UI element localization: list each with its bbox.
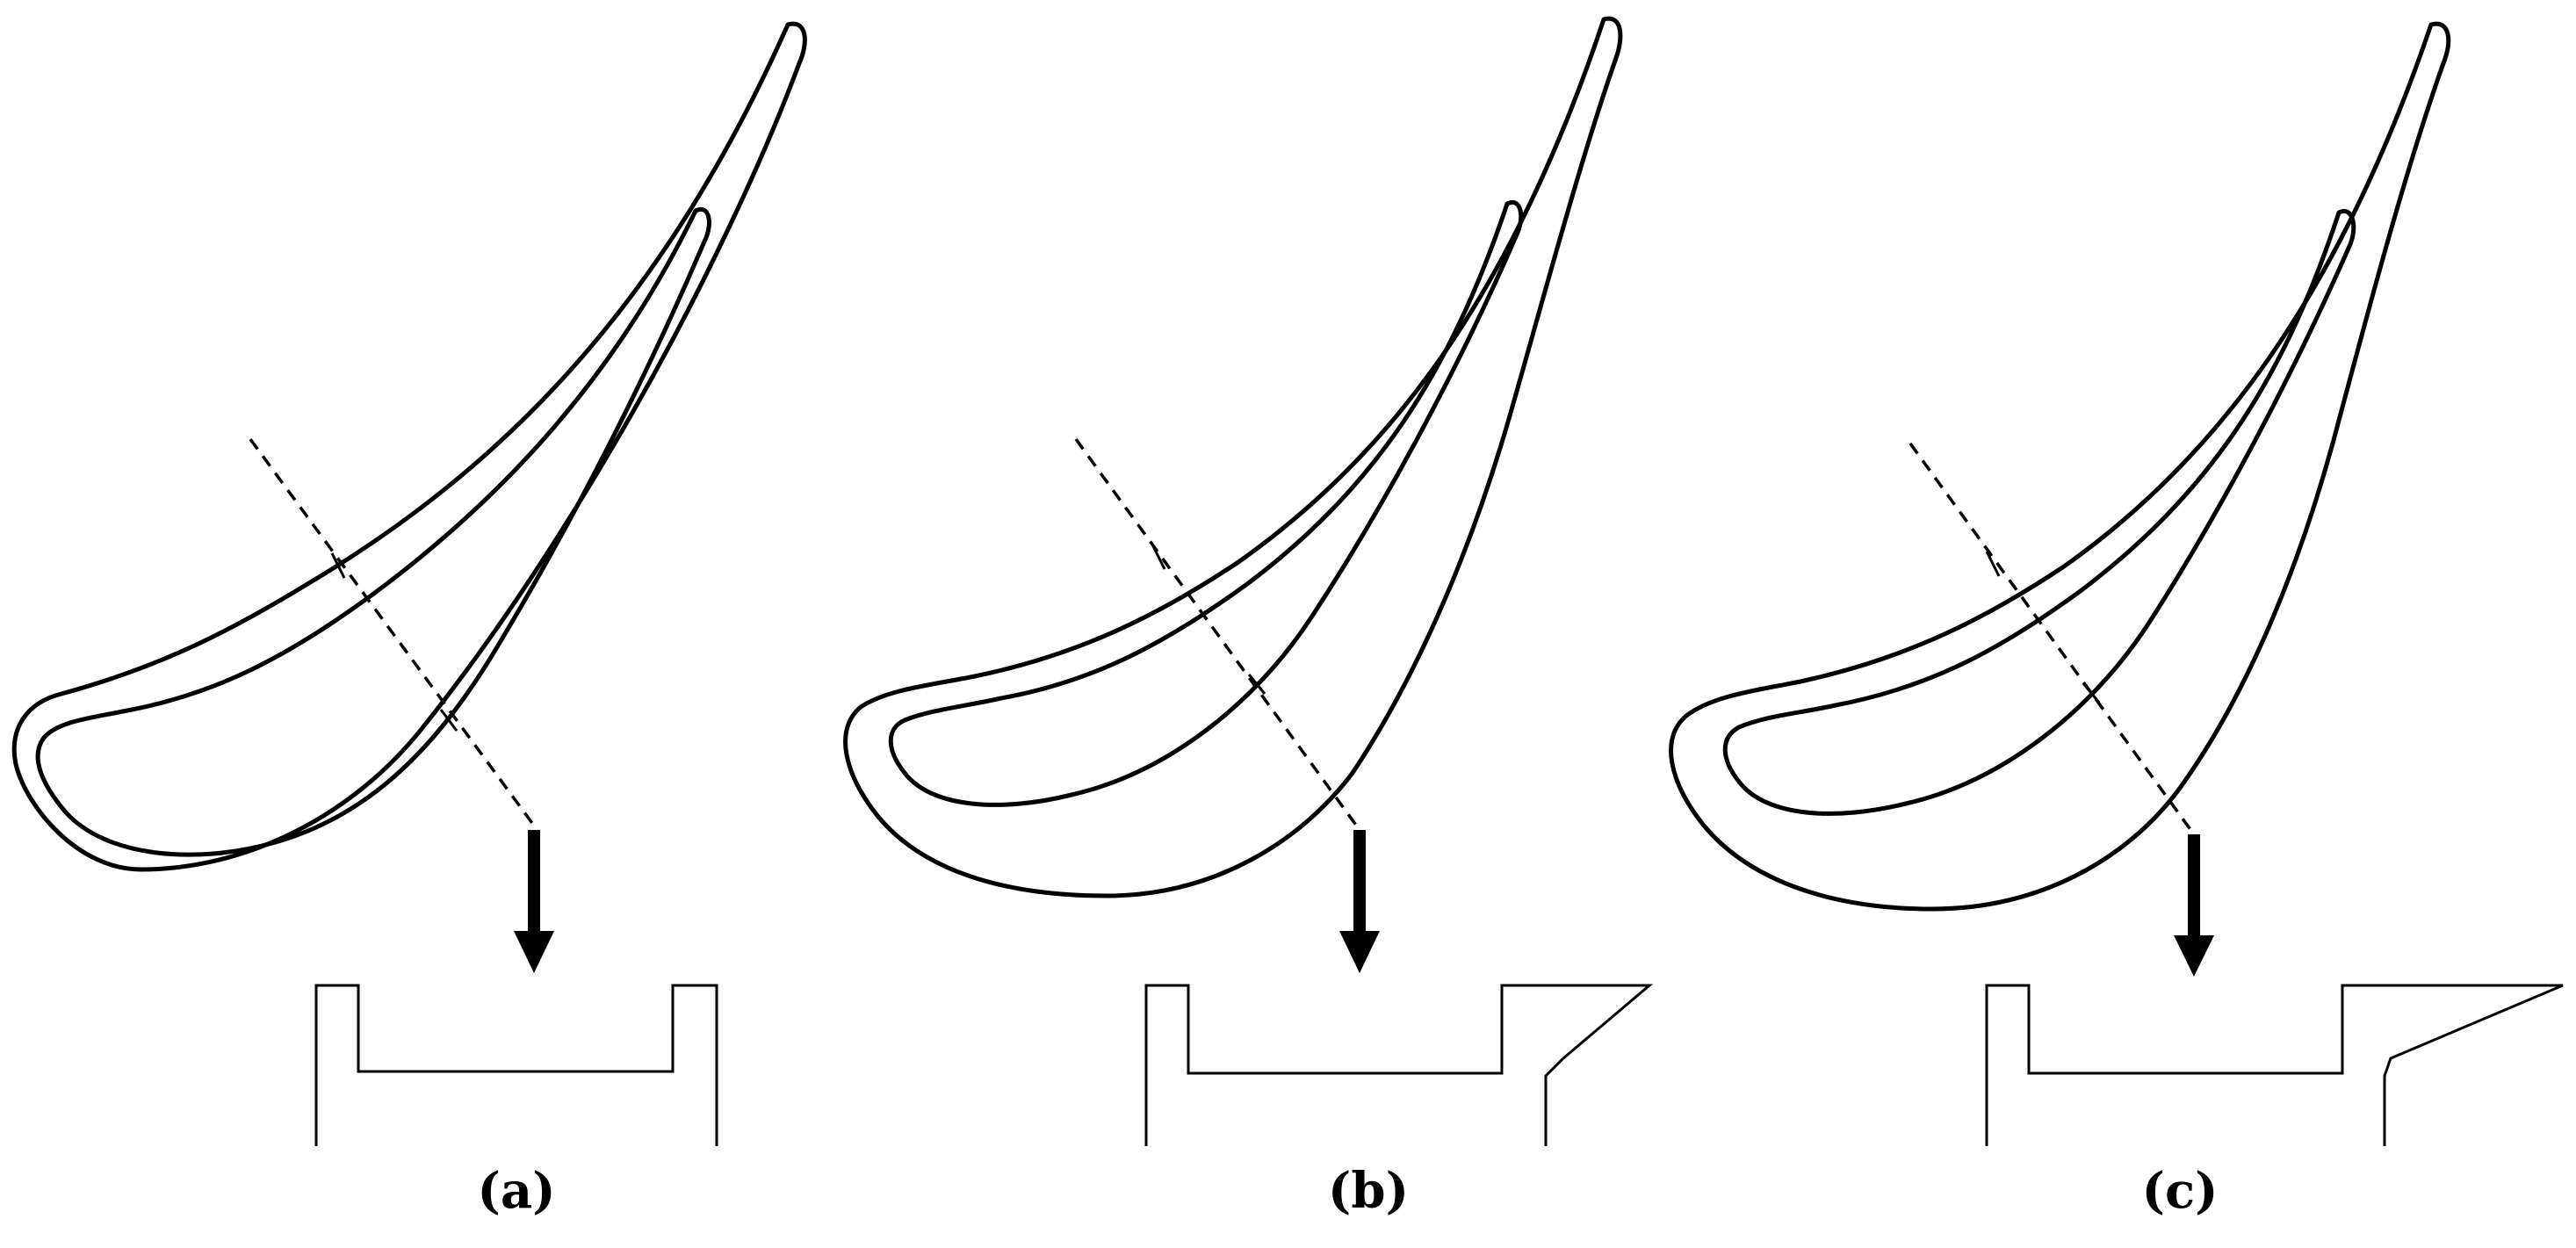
airfoil-outer-contour — [843, 16, 1623, 898]
section-arrow-head — [1339, 931, 1380, 973]
section-line — [1074, 437, 1361, 832]
panel-c: (c) — [1669, 21, 2564, 1220]
panel-label: (c) — [2141, 1162, 2218, 1220]
panel-label: (b) — [1328, 1162, 1409, 1220]
section-arrow-head — [2174, 935, 2214, 977]
panel-label: (a) — [477, 1162, 555, 1220]
section-arrow-head — [514, 931, 554, 973]
panel-a: (a) — [11, 21, 807, 1220]
cross-section-profile — [314, 984, 718, 1146]
airfoil-outer-contour — [1669, 21, 2451, 912]
section-tick — [1985, 551, 2001, 577]
airfoil-inner-contour — [1722, 208, 2356, 816]
section-tick — [439, 709, 458, 732]
section-tick — [330, 552, 346, 579]
airfoil-inner-contour — [888, 199, 1524, 807]
section-tick — [1247, 674, 1266, 695]
section-line — [249, 437, 536, 827]
cross-section-profile — [1144, 984, 1654, 1146]
section-line — [1909, 442, 2196, 836]
cross-section-profile — [1985, 984, 2564, 1146]
airfoil-inner-contour — [35, 206, 711, 857]
panel-b: (b) — [843, 16, 1654, 1220]
airfoil-outer-contour — [11, 21, 807, 872]
